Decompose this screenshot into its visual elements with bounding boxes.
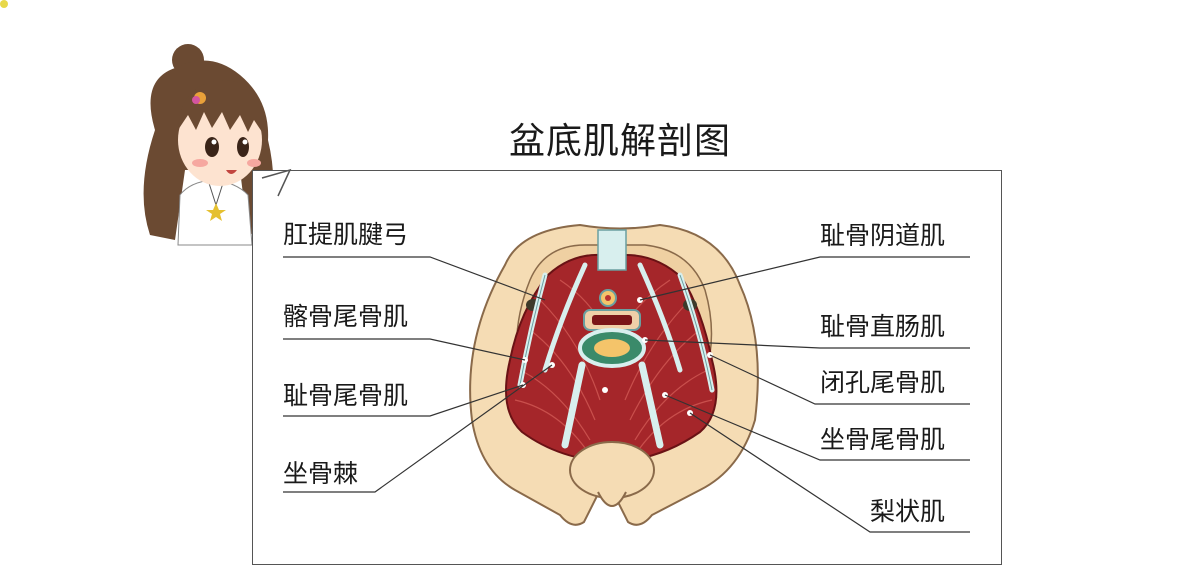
- label-iliococcygeus: 髂骨尾骨肌: [283, 302, 409, 331]
- label-puborectalis: 耻骨直肠肌: [820, 312, 946, 341]
- label-obturator-coccygeus: 闭孔尾骨肌: [820, 368, 946, 397]
- girl-mascot-icon: [143, 44, 274, 246]
- label-pubovaginalis: 耻骨阴道肌: [820, 221, 946, 250]
- label-piriformis: 梨状肌: [870, 497, 946, 526]
- label-ischiococcygeus: 坐骨尾骨肌: [820, 425, 946, 454]
- corner-dot-icon: [0, 0, 8, 8]
- label-ischial-spine: 坐骨棘: [283, 459, 359, 488]
- page-title: 盆底肌解剖图: [508, 121, 731, 162]
- label-arcus-tendineus: 肛提肌腱弓: [283, 220, 409, 249]
- label-pubococcygeus: 耻骨尾骨肌: [283, 381, 409, 410]
